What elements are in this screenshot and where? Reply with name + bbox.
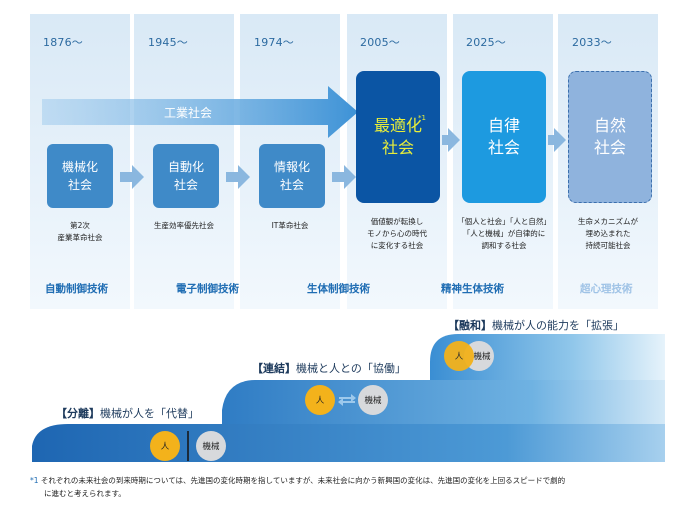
human-icon: 人 [444,341,474,371]
tech-parapsychology: 超心理技術 [580,283,633,295]
mechanization-society-box: 機械化社会 [47,144,113,208]
autonomous-society-box: 自律 社会 [462,71,546,203]
industrial-society-label: 工業社会 [164,106,213,120]
stage-fusion-label: 【融和】機械が人の能力を「拡張」 [448,319,624,332]
description-autonomous: 「個人と社会」「人と自然」「人と機械」が自律的に調和する社会 [457,217,551,250]
tech-biological-control: 生体制御技術 [307,283,370,295]
machine-icon: 機械 [196,431,226,461]
year-2033: 2033〜 [572,36,612,49]
exchange-arrows-icon [338,394,356,406]
machine-icon: 機械 [358,385,388,415]
footnote-mark: *1 [418,114,426,122]
description-information: IT革命社会 [271,221,309,230]
stage-connection-label: 【連結】機械と人との「協働」 [252,362,406,375]
description-natural: 生命メカニズムが埋め込まれた持続可能社会 [578,217,638,250]
tech-mental-biological: 精神生体技術 [441,283,504,295]
optimized-society-box: *1 最適化 社会 [356,71,440,203]
year-1945: 1945〜 [148,36,188,49]
description-automation: 生産効率優先社会 [154,221,214,230]
separator-line [187,431,189,461]
natural-society-box: 自然 社会 [568,71,652,203]
footnote: *1 それぞれの未来社会の到来時期については、先進国の変化時期を指していますが、… [30,476,566,498]
tech-electronic-control: 電子制御技術 [176,283,239,295]
footnote-mark: *1 [30,476,39,485]
human-icon: 人 [305,385,335,415]
year-2025: 2025〜 [466,36,506,49]
automation-society-box: 自動化社会 [153,144,219,208]
year-1974: 1974〜 [254,36,294,49]
description-mechanization: 第2次産業革命社会 [57,221,103,242]
tech-automatic-control: 自動制御技術 [45,283,108,295]
human-icon: 人 [150,431,180,461]
year-2005: 2005〜 [360,36,400,49]
description-optimized: 価値観が転換しモノから心の時代に変化する社会 [367,217,427,250]
information-society-box: 情報化社会 [259,144,325,208]
industrial-society-arrow [42,86,358,138]
stage-separation-label: 【分離】機械が人を「代替」 [56,407,199,420]
year-1876: 1876〜 [43,36,83,49]
